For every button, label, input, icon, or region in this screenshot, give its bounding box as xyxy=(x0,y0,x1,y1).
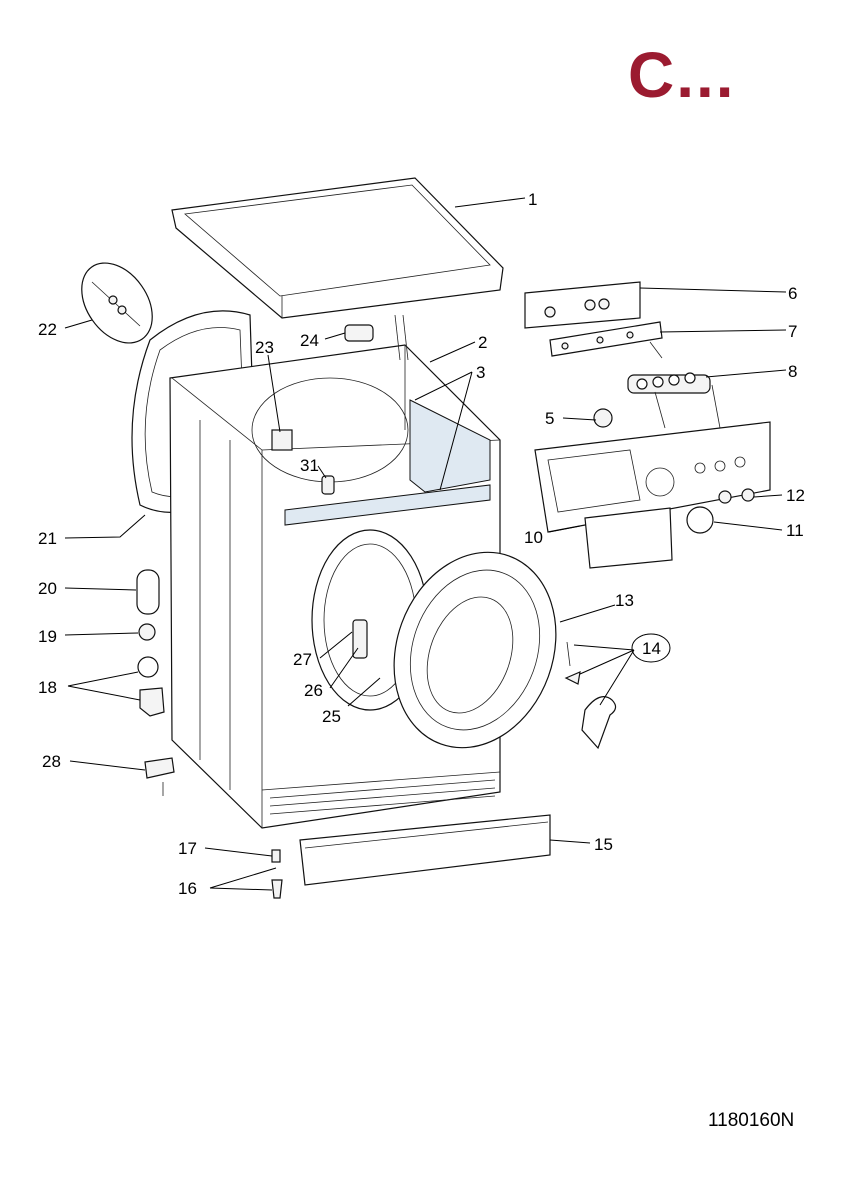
clip xyxy=(321,475,335,495)
label-20: 20 xyxy=(38,579,57,598)
label-14-circle: 14 xyxy=(631,633,671,663)
small-knob-a xyxy=(718,490,732,504)
label-17: 17 xyxy=(178,839,197,858)
label-3: 3 xyxy=(476,363,485,382)
front-panel xyxy=(534,421,771,569)
adjustable-foot xyxy=(271,879,283,899)
label-19: 19 xyxy=(38,627,57,646)
filter-seal xyxy=(136,569,160,615)
door xyxy=(393,551,557,749)
electronic-board xyxy=(549,321,663,359)
programme-knob xyxy=(686,506,714,534)
label-5: 5 xyxy=(545,409,554,428)
label-18: 18 xyxy=(38,678,57,697)
document-code: 1180160N xyxy=(708,1110,795,1131)
label-14: 14 xyxy=(642,639,661,658)
label-8: 8 xyxy=(788,362,797,381)
label-10: 10 xyxy=(524,528,543,547)
label-13: 13 xyxy=(615,591,634,610)
label-27: 27 xyxy=(293,650,312,669)
bracket xyxy=(271,429,293,451)
label-24: 24 xyxy=(300,331,319,350)
control-plate xyxy=(524,281,641,329)
foot-spacer xyxy=(271,849,281,863)
pump-ring xyxy=(137,656,159,678)
label-7: 7 xyxy=(788,322,797,341)
hinge-parts xyxy=(564,641,617,750)
label-22: 22 xyxy=(38,320,57,339)
label-16: 16 xyxy=(178,879,197,898)
label-1: 1 xyxy=(528,190,537,209)
label-2: 2 xyxy=(478,333,487,352)
page-title: C... xyxy=(628,39,736,111)
drain-fitting xyxy=(138,623,156,641)
label-6: 6 xyxy=(788,284,797,303)
hinge-block xyxy=(144,757,175,779)
pump-cap xyxy=(139,687,165,717)
label-15: 15 xyxy=(594,835,613,854)
label-21: 21 xyxy=(38,529,57,548)
buttons-row xyxy=(627,372,721,429)
small-knob-b xyxy=(741,488,755,502)
label-31: 31 xyxy=(300,456,319,475)
inlet-hose xyxy=(81,262,153,344)
label-23: 23 xyxy=(255,338,274,357)
leader-lines xyxy=(64,197,787,891)
label-11: 11 xyxy=(786,521,804,540)
door-lock xyxy=(352,619,368,659)
label-25: 25 xyxy=(322,707,341,726)
label-26: 26 xyxy=(304,681,323,700)
plinth xyxy=(299,814,551,886)
label-28: 28 xyxy=(42,752,61,771)
top-lid xyxy=(171,177,504,319)
selector-knob-small xyxy=(593,408,613,428)
label-12: 12 xyxy=(786,486,805,505)
